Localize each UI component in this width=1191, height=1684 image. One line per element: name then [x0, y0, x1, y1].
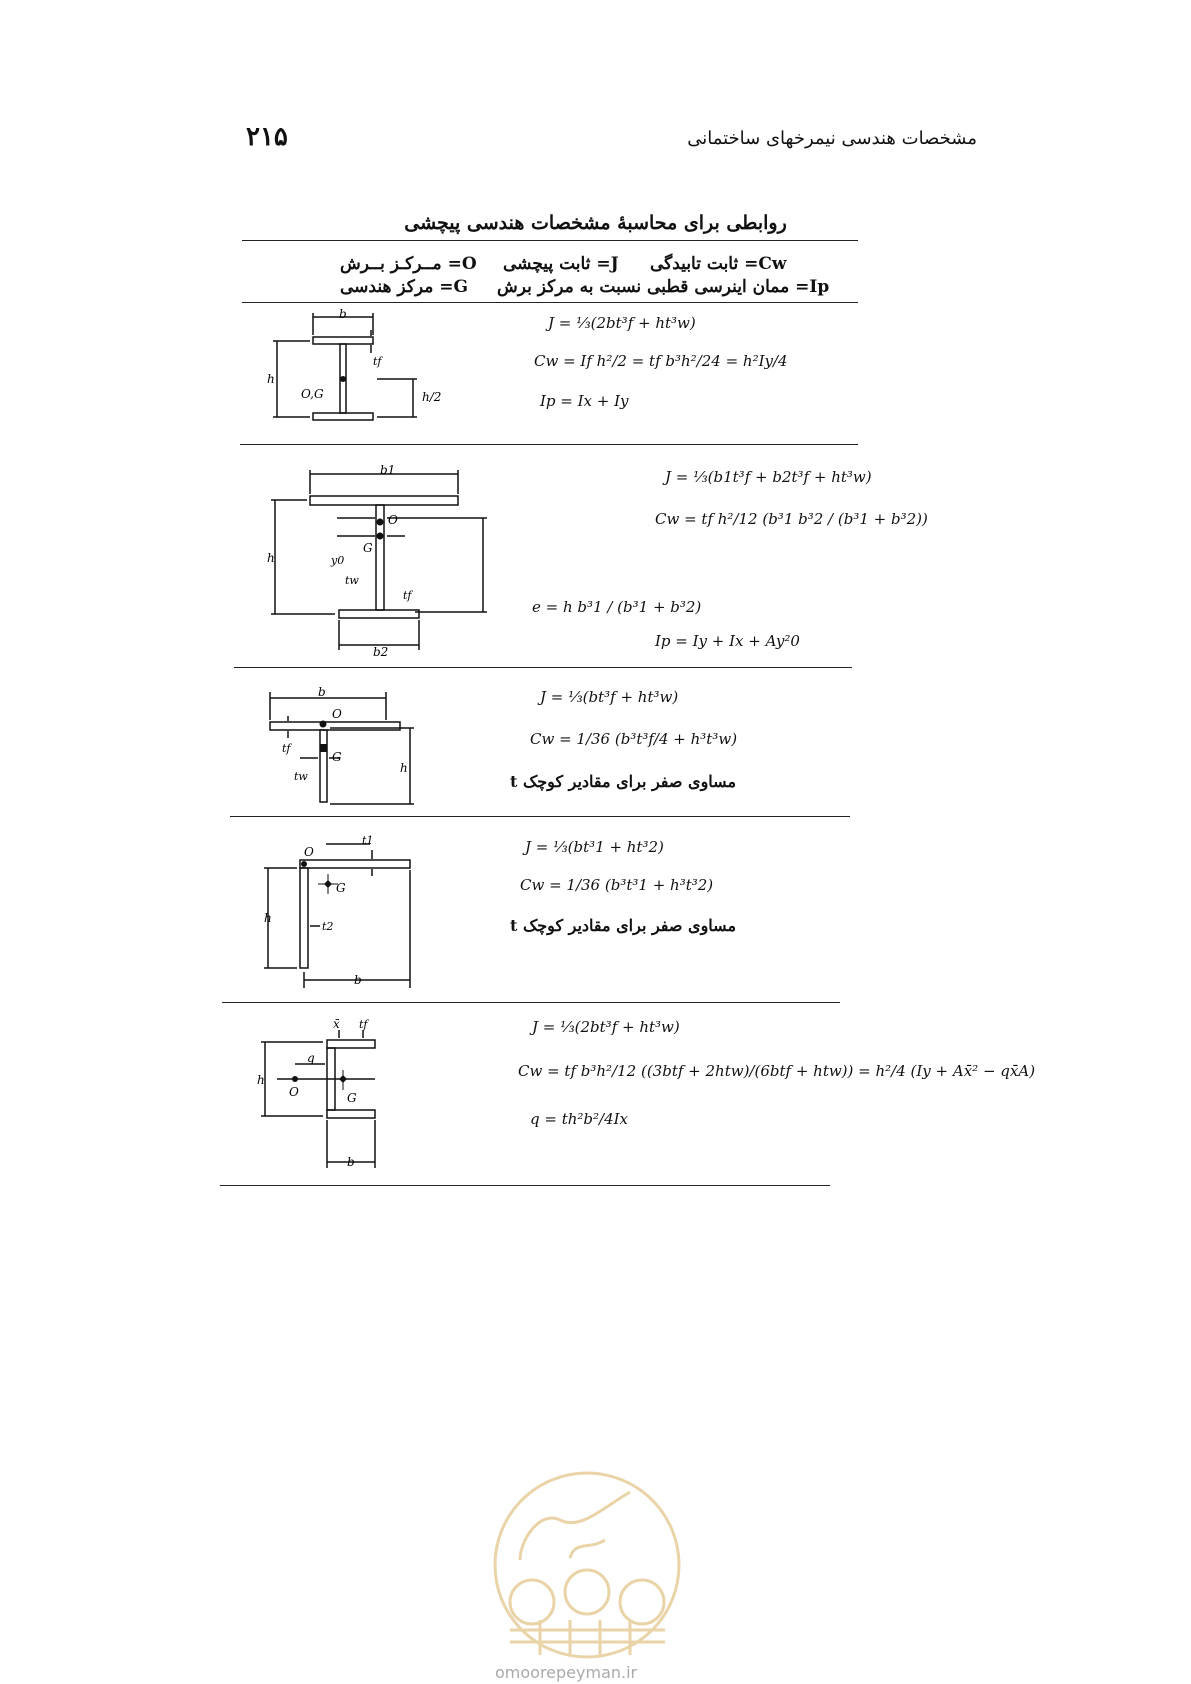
row1-label-b: b	[339, 307, 347, 321]
footer-url[interactable]: omoorepeyman.ir	[495, 1663, 638, 1682]
row4-label-b: b	[354, 973, 362, 987]
row1-label-tf: tf	[373, 355, 383, 368]
def-warping-constant: ثابت تابیدگی =Cw	[650, 254, 787, 274]
row5-formula-cw: Cw = tf b³h²/12 ((3btf + 2htw)/(6btf + h…	[518, 1062, 1036, 1080]
row3-rule	[230, 816, 850, 817]
row4-label-o: O	[304, 845, 314, 859]
row2-formula-ip: Ip = Iy + Ix + Ay²0	[655, 632, 800, 650]
row1-rule	[240, 444, 858, 445]
row2-formula-cw: Cw = tf h²/12 (b³1 b³2 / (b³1 + b³2))	[655, 510, 928, 528]
row3-note: مساوی صفر برای مقادیر کوچک t	[510, 772, 737, 791]
row5-formula-q: q = th²b²/4Ix	[530, 1110, 629, 1128]
row2-rule	[234, 667, 852, 668]
row1-label-og: O,G	[301, 387, 324, 401]
table-top-rule	[242, 240, 858, 241]
row4-label-g: G	[336, 881, 346, 895]
def-torsion-constant: ثابت پیچشی =J	[503, 254, 619, 274]
row5-channel-diagram: x̄ tf q h O G b	[257, 1017, 376, 1169]
table-title: روابطی برای محاسبهٔ مشخصات هندسی پیچشی	[404, 212, 787, 234]
row3-label-o: O	[332, 707, 342, 721]
def-shear-center: مــرکـز بــرش =O	[340, 254, 477, 274]
row2-label-tw: tw	[345, 574, 359, 587]
row3-label-b: b	[318, 685, 326, 699]
row1-formula-ip: Ip = Ix + Iy	[540, 392, 629, 410]
row3-t-section-diagram: b O G tf tw h	[269, 685, 414, 805]
row4-formula-j: J = ⅓(bt³1 + ht³2)	[525, 838, 664, 856]
row4-label-t2: t2	[322, 920, 333, 933]
row5-label-q: q	[307, 1051, 315, 1065]
row5-label-tf: tf	[359, 1018, 369, 1031]
row1-label-h2: h/2	[422, 390, 441, 404]
row2-label-o: O	[388, 513, 398, 527]
watermark-logo	[493, 1471, 681, 1659]
row2-formula-e: e = h b³1 / (b³1 + b³2)	[532, 598, 702, 616]
row2-label-y0: y0	[330, 554, 344, 567]
def-geometric-center: مرکز هندسی =G	[340, 277, 468, 297]
row1-i-section-diagram: b h tf O,G h/2	[267, 307, 441, 421]
row5-label-h: h	[257, 1073, 265, 1087]
row1-label-h: h	[267, 372, 275, 386]
row4-note: مساوی صفر برای مقادیر کوچک t	[510, 916, 737, 935]
row4-label-t1: t1	[362, 834, 373, 847]
row3-formula-j: J = ⅓(bt³f + ht³w)	[540, 688, 679, 706]
row4-formula-cw: Cw = 1/36 (b³t³1 + h³t³2)	[520, 876, 714, 894]
row2-label-b2: b2	[373, 645, 388, 659]
row4-label-h: h	[264, 911, 272, 925]
row2-label-tf: tf	[403, 589, 413, 602]
row3-label-h: h	[400, 761, 408, 775]
row1-formula-cw: Cw = If h²/2 = tf b³h²/24 = h²Iy/4	[534, 352, 788, 370]
def-polar-inertia: ممان اینرسی قطبی نسبت به مرکز برش =Ip	[497, 277, 830, 297]
row3-label-tf: tf	[282, 742, 292, 755]
row4-rule	[222, 1002, 840, 1003]
row5-label-o: O	[289, 1085, 299, 1099]
page-number: ۲۱۵	[246, 122, 288, 152]
row2-mono-i-diagram: b1 b2 h O G y0 tw tf	[267, 463, 487, 659]
row4-angle-diagram: O t1 G h t2 b	[264, 834, 411, 988]
row5-formula-j: J = ⅓(2bt³f + ht³w)	[532, 1018, 680, 1036]
row5-label-xbar: x̄	[333, 1017, 340, 1031]
row3-label-g: G	[332, 750, 342, 764]
row1-formula-j: J = ⅓(2bt³f + ht³w)	[548, 314, 696, 332]
running-title: مشخصات هندسی نیمرخهای ساختمانی	[687, 128, 977, 149]
row5-label-g: G	[347, 1091, 357, 1105]
row3-formula-cw: Cw = 1/36 (b³t³f/4 + h³t³w)	[530, 730, 738, 748]
table-bottom-rule	[220, 1185, 830, 1186]
row2-label-h: h	[267, 551, 275, 565]
definitions-rule	[242, 302, 858, 303]
row3-label-tw: tw	[294, 770, 308, 783]
row2-formula-j: J = ⅓(b1t³f + b2t³f + ht³w)	[665, 468, 872, 486]
row5-label-b: b	[347, 1155, 355, 1169]
row2-label-b1: b1	[380, 463, 395, 477]
row2-label-g: G	[363, 541, 373, 555]
